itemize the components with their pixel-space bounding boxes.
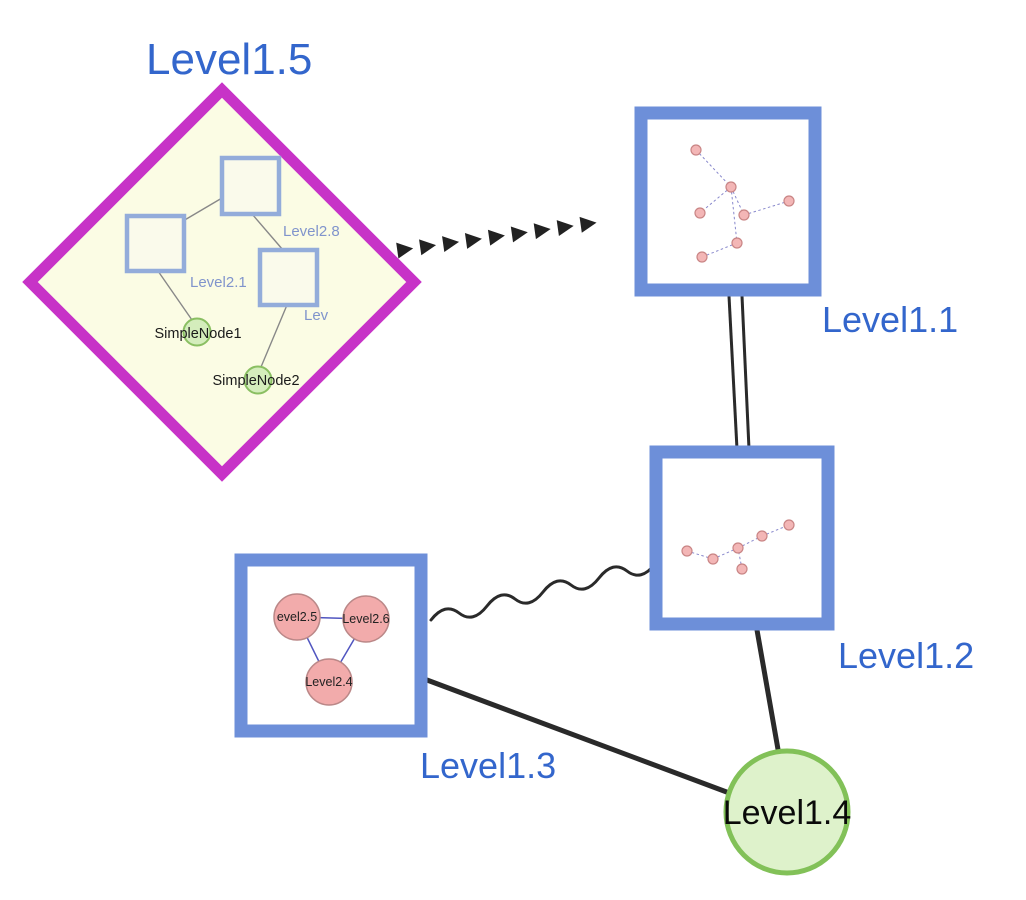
node-level1-3: evel2.5 Level2.6 Level2.4 Level1.3 [234,553,556,786]
node-level1-2: Level1.2 [649,445,974,676]
inner-edge-sq1-sq3 [251,213,284,251]
node-level2-1[interactable] [124,213,187,274]
level1-4-circle[interactable] [723,748,851,876]
node-level1-1: Level1.1 [634,106,958,340]
simplenode2-label: SimpleNode2 [212,373,299,389]
mini-graph-node [707,553,719,565]
node-level1-4: Level1.4 [723,748,852,876]
level1-2-mini-graph [681,519,795,575]
mini-graph-node [731,237,743,249]
level1-3-inner-graph: evel2.5 Level2.6 Level2.4 [273,593,390,706]
level2-8-label: Level2.8 [283,223,340,240]
node-simplenode2[interactable] [243,365,273,395]
edge-solid-level13-level14[interactable] [424,677,743,800]
mini-graph-node [696,251,708,263]
edge-solid-level12-level14[interactable] [754,627,782,758]
level1-1-label: Level1.1 [822,299,958,340]
simplenode1-label: SimpleNode1 [154,326,241,342]
mini-graph-node [736,563,748,575]
node-simplenode1[interactable] [182,317,212,347]
mini-graph-node [690,144,702,156]
level1-4-label: Level1.4 [723,794,852,832]
level2-4-label: Level2.4 [305,675,352,689]
edge-dashed-arrow-level15-level11[interactable]: ▶▶▶▶▶▶▶▶▶ [395,208,605,261]
level1-3-label: Level1.3 [420,745,556,786]
mini-graph-node [681,545,693,557]
level2-partial-label: Lev [304,307,329,324]
level1-5-inner-edges [157,197,288,368]
node-level2-8[interactable] [219,155,282,217]
mini-graph-node [756,530,768,542]
mini-graph-node [783,195,795,207]
mini-graph-node [738,209,750,221]
mini-graph-node [725,181,737,193]
inner-edge-sq2-simplenode1 [157,270,193,321]
node-level2-5[interactable] [273,593,321,641]
node-level2-6[interactable] [342,595,390,643]
mini-graph-node [694,207,706,219]
node-level2-partial[interactable] [257,247,320,308]
level2-5-label: evel2.5 [277,610,317,624]
inner-edge-sq1-sq2 [182,197,223,222]
level1-5-label: Level1.5 [146,35,312,84]
level2-6-label: Level2.6 [342,612,389,626]
node-level1-5: Level1.5 Level2.8 Level2.1 Lev SimpleNod… [22,35,422,482]
level2-1-label: Level2.1 [190,274,247,291]
mini-graph-node [732,542,744,554]
edge-double-level11-level12[interactable] [727,295,751,450]
level1-5-diamond[interactable] [22,82,422,482]
node-level2-4[interactable] [305,658,353,706]
edge-wavy-level13-level12[interactable] [429,562,657,622]
inner-edge-sq3-simplenode2 [260,304,288,368]
mini-graph-node [783,519,795,531]
level1-2-box[interactable] [649,445,835,631]
level1-1-mini-graph [690,144,795,263]
level1-2-label: Level1.2 [838,635,974,676]
